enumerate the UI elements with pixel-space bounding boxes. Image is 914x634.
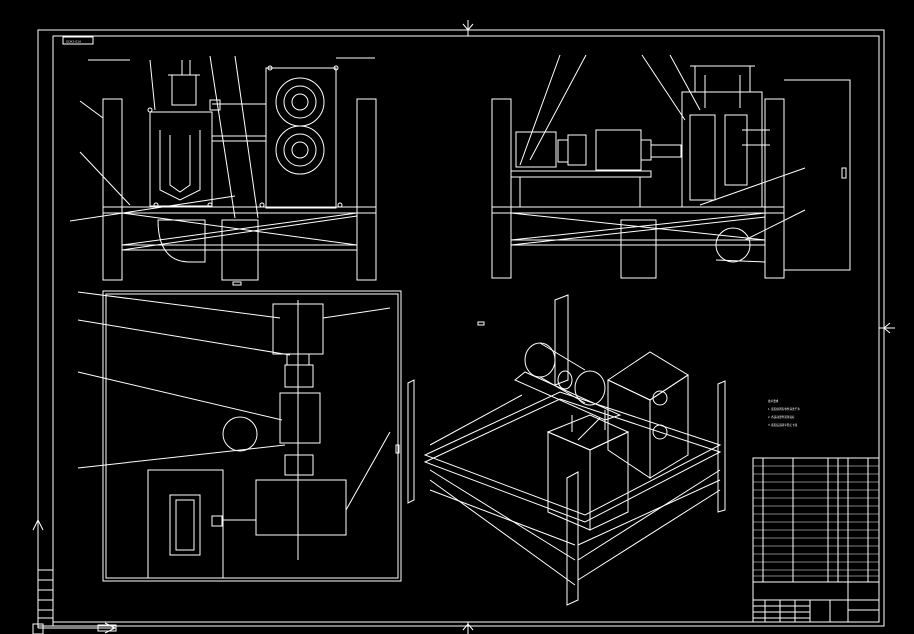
title-block [752,581,880,623]
outer-border [37,29,885,627]
note-line-2: 1. 装配前所有零件清洗干净 [768,407,800,411]
center-mark-top [462,20,474,36]
stamp-text: SCH2-01A [66,40,82,44]
note-line-4: 3. 装配后运转平稳无卡滞 [768,423,798,427]
inner-border [52,35,880,623]
note-line-3: 2. 各运动部件润滑良好 [768,415,795,419]
technical-notes: 技术要求 1. 装配前所有零件清洗干净 2. 各运动部件润滑良好 3. 装配后运… [768,399,800,427]
revision-strip [37,569,54,627]
center-mark-bottom [462,622,474,634]
center-mark-right [879,322,895,334]
scale-box [97,624,117,632]
note-line-1: 技术要求 [768,399,779,403]
ucs-icon [32,518,117,634]
parts-list [752,457,880,583]
marker [477,321,485,326]
side-view [491,54,851,279]
plan-view [77,290,402,582]
isometric-view [407,294,726,606]
front-view [69,55,377,286]
stamp-box [62,36,94,45]
